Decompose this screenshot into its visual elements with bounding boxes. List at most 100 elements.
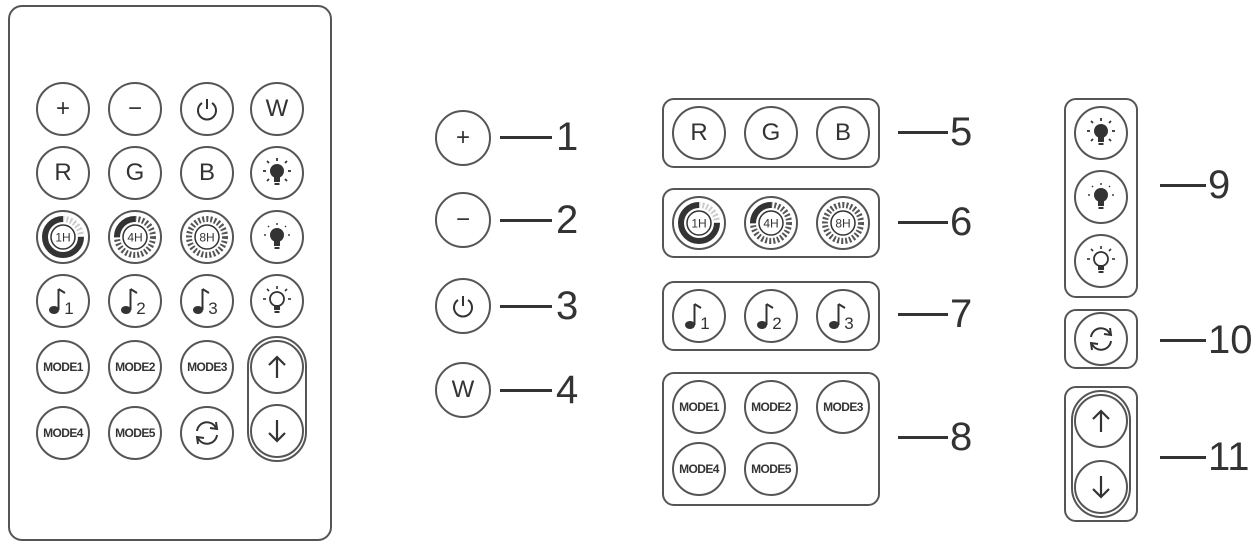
mode5-button[interactable]: MODE5 xyxy=(108,406,162,460)
green-button[interactable]: G xyxy=(108,146,162,200)
mode2-button[interactable]: MODE2 xyxy=(108,340,162,394)
callout-plus-label: + xyxy=(455,124,470,151)
callout-music-1-label: 1 xyxy=(700,314,709,333)
leader-line xyxy=(898,313,948,316)
callout-mode5-label: MODE5 xyxy=(751,462,791,476)
timer-icon: 1H xyxy=(678,202,720,244)
callout-number-3: 3 xyxy=(556,284,579,328)
leader-line xyxy=(1160,184,1206,187)
callout-white-button: W xyxy=(435,362,491,418)
mode5-label: MODE5 xyxy=(115,426,155,440)
timer-1h-button[interactable]: 1H xyxy=(36,210,90,264)
callout-mode1: MODE1 xyxy=(672,380,726,434)
callout-timer-8h-label: 8H xyxy=(835,217,850,231)
arrow-down-icon xyxy=(1092,476,1110,499)
arrow-up-icon xyxy=(1092,409,1110,432)
callout-mode4-label: MODE4 xyxy=(679,462,719,476)
timer-4h-button[interactable]: 4H xyxy=(108,210,162,264)
callout-music-1: 1 xyxy=(672,289,726,343)
minus-button[interactable]: − xyxy=(108,82,162,136)
timer-8h-button[interactable]: 8H xyxy=(180,210,234,264)
bulb-icon xyxy=(1087,118,1115,145)
leader-line xyxy=(1160,456,1206,459)
callout-mode2-label: MODE2 xyxy=(751,400,791,414)
timer-icon: 1H xyxy=(42,216,84,258)
callout-white-label: W xyxy=(451,376,475,403)
callout-timer-1h: 1H xyxy=(672,196,726,250)
callout-music-3-label: 3 xyxy=(844,314,853,333)
brightness-mid-button[interactable] xyxy=(250,210,304,264)
music-1-button[interactable]: 1 xyxy=(36,274,90,328)
mode3-button[interactable]: MODE3 xyxy=(180,340,234,394)
music-note-icon: 1 xyxy=(685,303,710,333)
music-2-button[interactable]: 2 xyxy=(108,274,162,328)
callout-number-4: 4 xyxy=(556,368,579,412)
green-label: G xyxy=(125,159,145,186)
white-label: W xyxy=(265,95,289,122)
leader-line xyxy=(500,219,552,222)
callout-music-group xyxy=(662,281,880,351)
callout-plus-button: + xyxy=(435,110,491,166)
loop-button[interactable] xyxy=(180,406,234,460)
callout-timer-4h: 4H xyxy=(744,196,798,250)
callout-speed-up xyxy=(1074,394,1128,448)
leader-line xyxy=(898,131,948,134)
callout-speed-rocker xyxy=(1071,390,1131,518)
callout-minus-button: − xyxy=(435,192,491,248)
loop-icon xyxy=(1089,327,1113,351)
callout-mode-group xyxy=(662,372,880,506)
blue-button[interactable]: B xyxy=(180,146,234,200)
callout-minus-label: − xyxy=(455,206,470,233)
callout-loop-button xyxy=(1074,312,1128,366)
red-label: R xyxy=(54,159,72,186)
callout-timer-4h-label: 4H xyxy=(763,217,778,231)
callout-timer-8h: 8H xyxy=(816,196,870,250)
leader-line xyxy=(898,436,948,439)
power-button[interactable] xyxy=(180,82,234,136)
timer-icon: 8H xyxy=(186,216,228,258)
brightness-high-button[interactable] xyxy=(250,146,304,200)
callout-loop-group xyxy=(1064,309,1138,369)
callout-number-11: 11 xyxy=(1208,435,1250,479)
power-icon xyxy=(453,296,473,318)
callout-blue-button: B xyxy=(816,106,870,160)
timer-8h-label: 8H xyxy=(199,231,214,245)
bulb-icon xyxy=(1087,246,1115,273)
leader-line xyxy=(500,136,552,139)
bulb-icon xyxy=(263,158,291,185)
red-button[interactable]: R xyxy=(36,146,90,200)
music-note-icon: 2 xyxy=(757,303,782,333)
plus-button[interactable]: + xyxy=(36,82,90,136)
speed-down-button[interactable] xyxy=(250,404,304,458)
callout-number-9: 9 xyxy=(1208,163,1231,207)
leader-line xyxy=(898,221,948,224)
remote-control-body xyxy=(8,5,332,541)
callout-red-label: R xyxy=(690,119,708,146)
mode4-button[interactable]: MODE4 xyxy=(36,406,90,460)
speed-up-button[interactable] xyxy=(250,340,304,394)
music-3-button[interactable]: 3 xyxy=(180,274,234,328)
plus-label: + xyxy=(55,95,70,122)
callout-number-6: 6 xyxy=(950,200,973,244)
blue-label: B xyxy=(198,159,215,186)
speed-rocker xyxy=(247,336,307,462)
mode3-label: MODE3 xyxy=(187,360,227,374)
timer-icon: 8H xyxy=(822,202,864,244)
callout-mode3-label: MODE3 xyxy=(823,400,863,414)
callout-brightness-mid xyxy=(1074,170,1128,224)
timer-icon: 4H xyxy=(114,216,156,258)
arrow-down-icon xyxy=(268,420,286,443)
callout-mode1-label: MODE1 xyxy=(679,400,719,414)
timer-4h-label: 4H xyxy=(127,231,142,245)
callout-speed-down xyxy=(1074,460,1128,514)
callout-speed-group xyxy=(1064,386,1138,522)
callout-mode5: MODE5 xyxy=(744,442,798,496)
mode2-label: MODE2 xyxy=(115,360,155,374)
leader-line xyxy=(500,305,552,308)
callout-brightness-low xyxy=(1074,234,1128,288)
callout-number-5: 5 xyxy=(950,110,973,154)
brightness-low-button[interactable] xyxy=(250,274,304,328)
music-note-icon: 3 xyxy=(193,288,218,318)
mode1-button[interactable]: MODE1 xyxy=(36,340,90,394)
white-button[interactable]: W xyxy=(250,82,304,136)
